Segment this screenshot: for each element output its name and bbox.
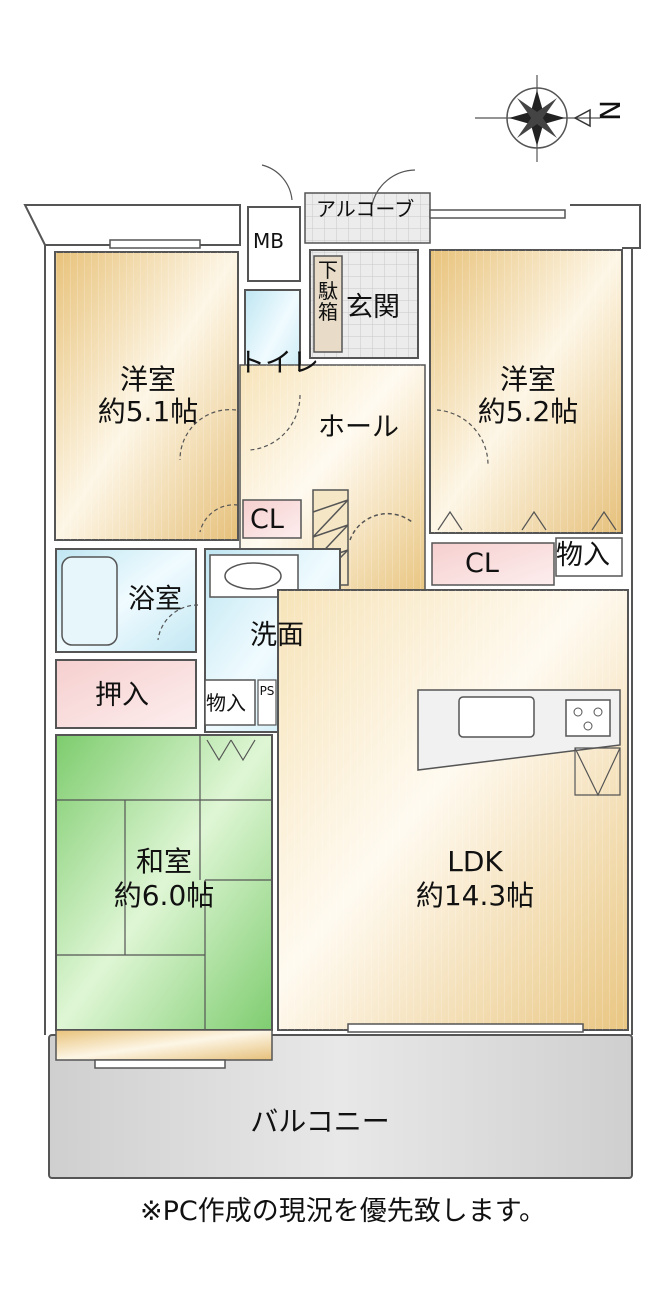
washroom-label: 洗面 bbox=[250, 620, 304, 651]
exterior-walls bbox=[23, 204, 641, 1035]
meter-box-label: MB bbox=[253, 229, 284, 253]
closet-right bbox=[431, 542, 555, 586]
pipe-space bbox=[257, 679, 277, 726]
balcony-area bbox=[48, 1034, 633, 1179]
western-room-right-size: 約5.2帖 bbox=[477, 395, 579, 428]
closet-right-label: CL bbox=[465, 548, 499, 579]
storage-right-label: 物入 bbox=[556, 540, 610, 571]
genkan-label: 玄関 bbox=[346, 292, 400, 323]
compass-rose-icon bbox=[475, 75, 600, 162]
alcove-label: アルコーブ bbox=[316, 197, 415, 221]
meter-box bbox=[247, 206, 301, 282]
closet-left-label: CL bbox=[250, 504, 284, 535]
closet-doors bbox=[206, 510, 617, 762]
pipe-space-label: PS bbox=[259, 684, 275, 698]
bathroom-label: 浴室 bbox=[128, 584, 182, 615]
balcony-label: バルコニー bbox=[250, 1105, 390, 1138]
door-swings bbox=[157, 164, 489, 641]
kitchen-counter-icon bbox=[417, 689, 621, 797]
hall-label: ホール bbox=[318, 412, 399, 443]
windows bbox=[94, 209, 584, 1069]
oshiire bbox=[55, 659, 197, 729]
north-label: N bbox=[593, 100, 626, 121]
ldk-name: LDK bbox=[447, 845, 503, 878]
bathtub-icon bbox=[61, 556, 118, 646]
shoe-box bbox=[313, 255, 343, 353]
closet-left bbox=[242, 499, 302, 539]
storage-small-label: 物入 bbox=[206, 691, 246, 715]
western-room-left-size: 約5.1帖 bbox=[97, 395, 199, 428]
western-room-left-name: 洋室 bbox=[119, 363, 176, 396]
oshiire-label: 押入 bbox=[95, 680, 149, 711]
storage-small bbox=[204, 679, 256, 726]
storage-right bbox=[555, 537, 623, 577]
toilet-label: トイレ bbox=[238, 348, 319, 379]
shoe-box-label: 下駄箱 bbox=[318, 258, 338, 324]
japanese-room-name: 和室 bbox=[135, 845, 192, 878]
ldk-size: 約14.3帖 bbox=[415, 879, 535, 912]
japanese-room-size: 約6.0帖 bbox=[113, 879, 215, 912]
footer-note: ※PC作成の現況を優先致します。 bbox=[140, 1196, 547, 1227]
japanese-room-floor bbox=[55, 734, 273, 1061]
western-room-right-name: 洋室 bbox=[499, 363, 556, 396]
